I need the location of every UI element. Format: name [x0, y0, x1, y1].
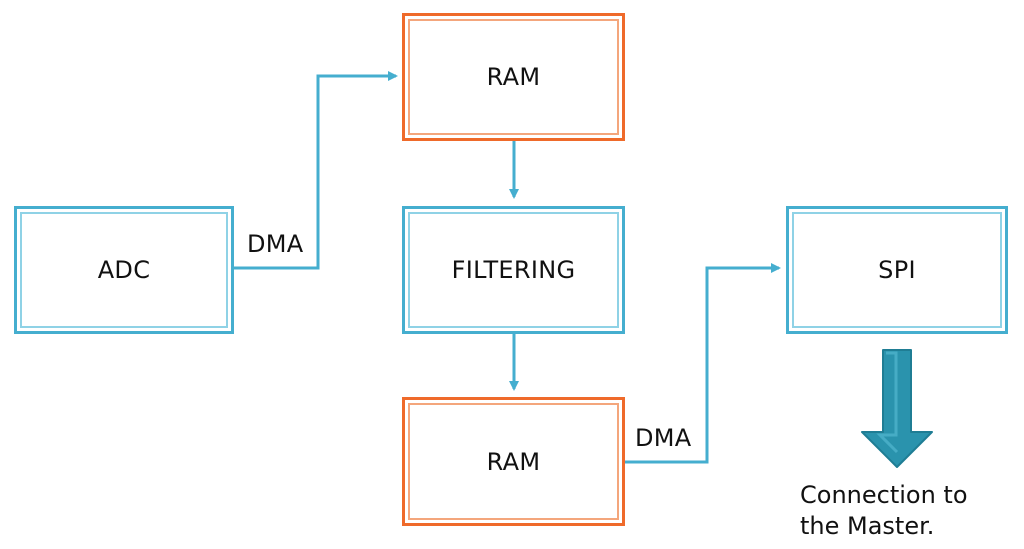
dma-label-adc: DMA	[247, 230, 304, 258]
adc-label: ADC	[97, 256, 151, 284]
dma-label-spi: DMA	[635, 424, 692, 452]
filtering-block: FILTERING	[402, 206, 625, 334]
down-arrow-icon	[861, 349, 933, 468]
filtering-label: FILTERING	[451, 256, 576, 284]
ram-top-label: RAM	[486, 63, 541, 91]
ram-top-block: RAM	[402, 13, 625, 141]
adc-to-ram-connector	[232, 71, 398, 270]
caption-line-1: Connection to	[800, 481, 968, 509]
spi-label: SPI	[878, 256, 916, 284]
ram-to-spi-connector	[625, 263, 781, 464]
adc-block: ADC	[14, 206, 234, 334]
caption-line-2: the Master.	[800, 512, 935, 540]
master-connection-caption: Connection to the Master.	[800, 480, 1000, 542]
ram-bottom-block: RAM	[402, 397, 625, 526]
spi-block: SPI	[786, 206, 1008, 334]
ram-bottom-label: RAM	[486, 447, 541, 476]
